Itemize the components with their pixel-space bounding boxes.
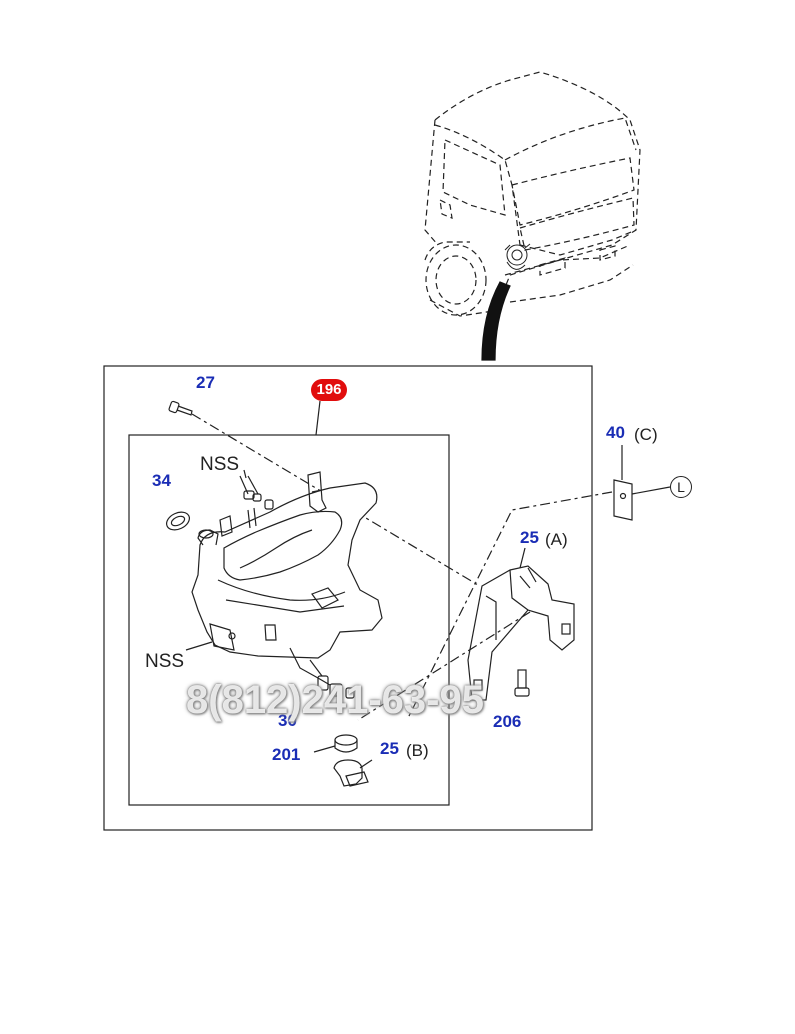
callout-27: 27 (196, 373, 215, 392)
callout-25-a: 25 (520, 528, 539, 547)
bolt-206-drawing (514, 669, 530, 697)
bracket-25b-drawing (333, 759, 369, 787)
truck-cab-illustration (424, 71, 641, 317)
callout-30: 30 (278, 711, 297, 730)
callout-40: 40 (606, 423, 625, 442)
plate-40-drawing (613, 479, 633, 521)
dash-bolt-27 (191, 413, 479, 586)
leader-25b (359, 759, 373, 769)
reference-l-circle: L (670, 476, 692, 498)
pump-30-drawing (289, 647, 355, 699)
letter-b: (B) (406, 741, 429, 760)
nss-label-left: NSS (145, 651, 185, 672)
bracket-25a-drawing (467, 565, 575, 701)
inner-frame (128, 434, 450, 806)
grommet-34-drawing (166, 511, 190, 531)
dash-nss-leaders (185, 641, 213, 651)
line-to-l (631, 486, 671, 495)
leader-201 (313, 745, 336, 753)
clamp-201-drawing (334, 734, 358, 753)
callout-25-b: 25 (380, 739, 399, 758)
dash-bracket-to-pump (357, 611, 531, 721)
letter-c: (C) (634, 425, 658, 444)
outer-frame (103, 365, 593, 831)
leader-196 (315, 400, 321, 436)
callout-206: 206 (493, 712, 522, 731)
leader-25a (519, 547, 526, 569)
callout-201: 201 (272, 745, 301, 764)
nss-label-top: NSS (200, 454, 240, 475)
letter-a: (A) (545, 530, 568, 549)
nss-fittings-drawing (239, 475, 274, 510)
washer-tank-drawing (191, 471, 383, 659)
dash-plate-to-bracket (407, 491, 613, 719)
callout-196-badge: 196 (311, 379, 347, 401)
bolt-27-drawing (168, 400, 193, 416)
truck-tank-location (504, 243, 531, 270)
phone-watermark: 8(812)241-63-95 (186, 678, 484, 722)
location-pointer (481, 281, 511, 361)
callout-34: 34 (152, 471, 171, 490)
